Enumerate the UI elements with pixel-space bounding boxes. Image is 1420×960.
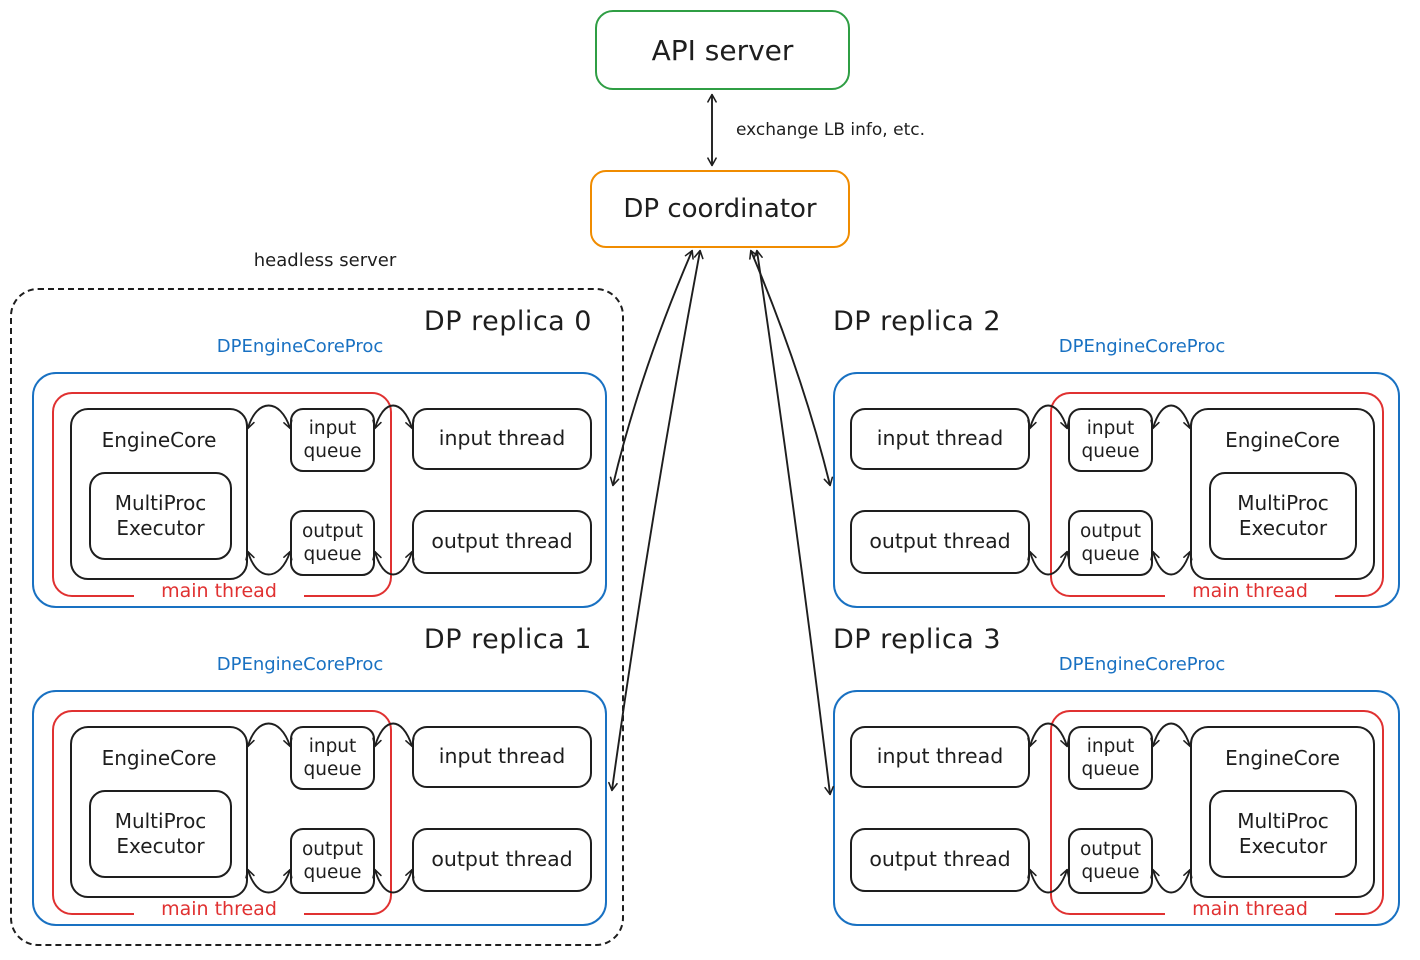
input-thread-label: input thread	[438, 744, 566, 769]
dp-replica-1: DP replica 1 DPEngineCoreProc EngineCore…	[10, 618, 610, 948]
executor-label: Executor	[116, 834, 205, 858]
input-thread-label: input thread	[876, 744, 1004, 769]
arrow-coordinator-replica0	[609, 249, 694, 487]
headless-server-label: headless server	[253, 250, 397, 271]
proc-box: input thread output thread input queue o…	[833, 372, 1400, 608]
output-queue-label: output	[301, 520, 364, 542]
input-thread-label: input thread	[876, 426, 1004, 451]
proc-label: DPEngineCoreProc	[216, 336, 384, 357]
exchange-arrow-label: exchange LB info, etc.	[736, 120, 925, 140]
input-queue-box: input queue	[290, 408, 375, 472]
arrow-coordinator-replica1	[608, 249, 704, 792]
output-queue-box: output queue	[290, 828, 375, 894]
multiproc-label: MultiProc	[114, 809, 207, 833]
engine-core-label: EngineCore	[101, 428, 217, 452]
multiproc-label: MultiProc	[114, 491, 207, 515]
output-thread-box: output thread	[850, 510, 1030, 574]
input-thread-box: input thread	[850, 726, 1030, 788]
multiproc-label: MultiProc	[1237, 809, 1329, 833]
engine-core-label: EngineCore	[1225, 746, 1340, 770]
output-thread-box: output thread	[850, 828, 1030, 892]
output-queue-box: output queue	[1068, 828, 1153, 894]
input-queue-label: input	[308, 417, 357, 439]
proc-label: DPEngineCoreProc	[1058, 654, 1226, 675]
proc-label: DPEngineCoreProc	[1058, 336, 1226, 357]
main-thread-label: main thread	[1165, 898, 1335, 921]
output-thread-label: output thread	[431, 529, 573, 554]
replica-title: DP replica 0	[423, 306, 592, 337]
replica-title: DP replica 1	[423, 624, 592, 655]
input-queue-label: input	[1086, 417, 1135, 439]
input-queue-label: input	[308, 735, 357, 757]
input-thread-box: input thread	[850, 408, 1030, 470]
replica-title: DP replica 2	[833, 306, 1002, 337]
output-queue-box: output queue	[1068, 510, 1153, 576]
input-thread-label: input thread	[438, 426, 566, 451]
proc-box: input thread output thread input queue o…	[833, 690, 1400, 926]
multiproc-label: MultiProc	[1237, 491, 1329, 515]
output-queue-label: output	[1079, 520, 1142, 542]
dp-replica-3: DP replica 3 DPEngineCoreProc input thre…	[820, 618, 1420, 948]
executor-label: Executor	[1238, 516, 1328, 540]
output-thread-label: output thread	[869, 529, 1011, 554]
multiproc-executor-box: MultiProc Executor	[1209, 472, 1357, 560]
multiproc-executor-box: MultiProc Executor	[89, 472, 232, 560]
main-thread-label: main thread	[134, 898, 304, 921]
output-thread-box: output thread	[412, 510, 592, 574]
executor-label: Executor	[116, 516, 205, 540]
engine-core-label: EngineCore	[1225, 428, 1340, 452]
proc-box: EngineCore MultiProc Executor input queu…	[32, 372, 607, 608]
input-queue-box: input queue	[1068, 408, 1153, 472]
api-server-label: API server	[651, 33, 794, 67]
dp-replica-0: DP replica 0 DPEngineCoreProc EngineCore…	[10, 300, 610, 630]
output-queue-label: output	[301, 838, 364, 860]
input-queue-box: input queue	[1068, 726, 1153, 790]
output-thread-label: output thread	[869, 847, 1011, 872]
output-queue-label: output	[1079, 838, 1142, 860]
proc-label: DPEngineCoreProc	[216, 654, 384, 675]
proc-box: EngineCore MultiProc Executor input queu…	[32, 690, 607, 926]
main-thread-label: main thread	[134, 580, 304, 603]
multiproc-executor-box: MultiProc Executor	[1209, 790, 1357, 878]
input-thread-box: input thread	[412, 726, 592, 788]
dp-coordinator-box: DP coordinator	[590, 170, 850, 248]
input-queue-label: input	[1086, 735, 1135, 757]
main-thread-label: main thread	[1165, 580, 1335, 603]
executor-label: Executor	[1238, 834, 1328, 858]
output-thread-box: output thread	[412, 828, 592, 892]
dp-coordinator-label: DP coordinator	[623, 193, 817, 224]
output-thread-label: output thread	[431, 847, 573, 872]
input-queue-box: input queue	[290, 726, 375, 790]
api-server-box: API server	[595, 10, 850, 90]
arrow-coordinator-replica2	[749, 249, 834, 487]
input-thread-box: input thread	[412, 408, 592, 470]
dp-replica-2: DP replica 2 DPEngineCoreProc input thre…	[820, 300, 1420, 630]
engine-core-label: EngineCore	[101, 746, 217, 770]
multiproc-executor-box: MultiProc Executor	[89, 790, 232, 878]
replica-title: DP replica 3	[833, 624, 1002, 655]
output-queue-box: output queue	[290, 510, 375, 576]
